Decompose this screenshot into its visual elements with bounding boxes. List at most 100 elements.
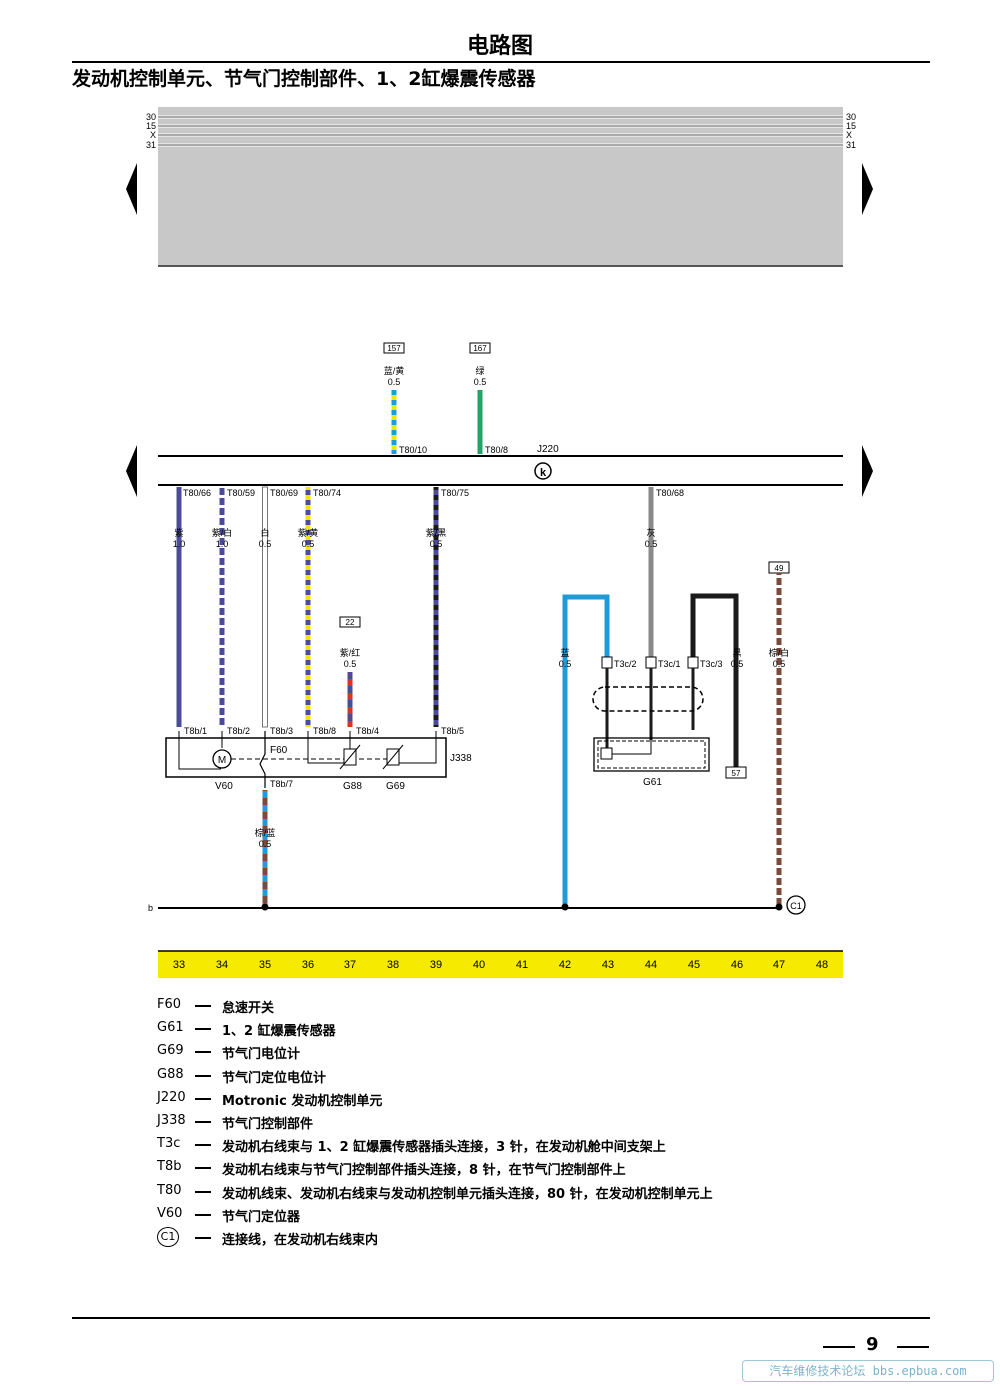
- motor-symbol: M: [218, 755, 226, 766]
- pin-t3c-2: T3c/2: [614, 659, 637, 669]
- legend-code: T80: [157, 1182, 182, 1198]
- grid-number: 43: [602, 959, 614, 971]
- page-title: 电路图: [466, 34, 533, 59]
- ref-167: 167: [473, 344, 487, 353]
- wire-color-t80-75: 紫/黑: [426, 528, 447, 538]
- grid-number: 47: [773, 959, 785, 971]
- page-number: 9: [866, 1334, 879, 1355]
- grid-number: 45: [688, 959, 700, 971]
- ground-rail-label: b: [148, 903, 153, 913]
- wire-color-g61-blue: 蓝: [560, 647, 569, 658]
- legend-desc: 发动机线束、发动机右线束与发动机控制单元插头连接，80 针，在发动机控制单元上: [222, 1186, 713, 1202]
- wire-color-t80-74: 紫/黄: [298, 527, 319, 538]
- watermark: 汽车维修技术论坛 bbs.epbua.com: [742, 1360, 994, 1382]
- j338-housing: [165, 737, 447, 778]
- supply-panel: [158, 107, 843, 266]
- wire-color-ref22: 紫/红: [340, 647, 361, 658]
- ref-22: 22: [346, 618, 355, 627]
- rail-label-31-right: 31: [846, 140, 856, 150]
- ref-box-157: [383, 342, 405, 354]
- g61-shield: [592, 686, 704, 712]
- wire-size-g61-black: 0.5: [731, 659, 744, 669]
- c1-label: C1: [790, 901, 802, 911]
- wire-color-t80-8: 绿: [475, 365, 484, 376]
- legend-dash: [195, 1236, 211, 1239]
- legend-dash: [195, 1028, 211, 1031]
- legend-desc: 节气门定位器: [222, 1209, 301, 1225]
- wire-color-t80-10: 蓝/黄: [384, 365, 405, 376]
- pin-t80-69: T80/69: [270, 488, 298, 498]
- grid-number: 33: [173, 959, 185, 971]
- rail-label-15: 15: [146, 121, 156, 131]
- supply-rails: [158, 115, 843, 147]
- wire-size-t80-74: 0.5: [302, 539, 315, 549]
- page-next-arrow-icon[interactable]: [862, 163, 873, 215]
- bus-next-arrow-icon[interactable]: [862, 445, 873, 497]
- wire-ref22: [347, 672, 353, 727]
- ref-157: 157: [387, 344, 401, 353]
- pin-t8b-1: T8b/1: [184, 726, 207, 736]
- wire-size-brown-white: 0.5: [773, 659, 786, 669]
- pin-t3c-1: T3c/1: [658, 659, 681, 669]
- legend-dash: [195, 1144, 211, 1147]
- wire-size-t80-66: 1.0: [173, 539, 186, 549]
- j220-symbol: k: [540, 467, 547, 479]
- wire-t80-66: [176, 487, 182, 727]
- legend-code: G69: [157, 1043, 184, 1059]
- pin-t8b-4: T8b/4: [356, 726, 379, 736]
- legend-code: F60: [157, 997, 182, 1012]
- bus-prev-arrow-icon[interactable]: [126, 445, 137, 497]
- pin-t8b-2: T8b/2: [227, 726, 250, 736]
- grid-number: 38: [387, 959, 399, 971]
- circuit-diagram: 30 15 X 31 30 15 X 31 k J220 157 蓝/黄 0.5…: [126, 107, 873, 978]
- f60-label: F60: [270, 745, 288, 756]
- legend-desc: 怠速开关: [222, 1001, 275, 1016]
- legend-code: J220: [157, 1089, 186, 1105]
- wire-size-t80-10: 0.5: [388, 377, 401, 387]
- grid-number: 37: [344, 959, 356, 971]
- v60-label: V60: [215, 781, 233, 792]
- wire-size-t80-68: 0.5: [645, 539, 658, 549]
- footer-rule: [72, 1317, 930, 1319]
- wire-size-g61-blue: 0.5: [559, 659, 572, 669]
- wire-color-brown-white: 棕/白: [769, 647, 790, 658]
- grid-number: 42: [559, 959, 571, 971]
- rail-label-30: 30: [146, 112, 156, 122]
- legend-desc: Motronic 发动机控制单元: [222, 1093, 383, 1109]
- grid-number: 48: [816, 959, 828, 971]
- page-prev-arrow-icon[interactable]: [126, 163, 137, 215]
- wire-size-t80-69: 0.5: [259, 539, 272, 549]
- wire-size-t8b-7: 0.5: [259, 839, 272, 849]
- wire-size-t80-75: 0.5: [430, 539, 443, 549]
- rail-label-31: 31: [146, 140, 156, 150]
- j338-label: J338: [450, 753, 472, 764]
- legend-desc: 发动机右线束与 1、2 缸爆震传感器插头连接，3 针，在发动机舱中间支架上: [222, 1140, 666, 1156]
- legend-dash: [195, 1120, 211, 1123]
- f60-switch-icon: [259, 731, 266, 788]
- wire-color-t80-68: 灰: [646, 527, 655, 538]
- legend-code-c1-icon: C1: [157, 1226, 179, 1247]
- ref-57: 57: [732, 769, 741, 778]
- wire-g61-blue: [562, 594, 610, 908]
- legend-dash: [195, 1213, 211, 1216]
- grid-number: 41: [516, 959, 528, 971]
- wire-t80-68: [648, 487, 654, 657]
- wire-size-t80-8: 0.5: [474, 377, 487, 387]
- wire-t80-69: [262, 486, 268, 728]
- ref-box-22: [339, 616, 361, 628]
- legend-code: J338: [157, 1112, 186, 1128]
- t3c-1-connector-icon: [645, 656, 657, 669]
- pin-t80-10: T80/10: [399, 445, 427, 455]
- rail-label-x-right: X: [846, 130, 852, 140]
- grid-number: 36: [302, 959, 314, 971]
- legend-dash: [195, 1005, 211, 1007]
- grid-number: 34: [216, 959, 228, 971]
- legend-desc: 节气门定位电位计: [222, 1070, 327, 1086]
- pin-t80-8: T80/8: [485, 445, 508, 455]
- rail-label-15-right: 15: [846, 121, 856, 131]
- wire-color-t8b-7: 棕/蓝: [255, 827, 276, 838]
- legend-desc: 发动机右线束与节气门控制部件插头连接，8 针，在节气门控制部件上: [222, 1163, 626, 1179]
- legend-dash: [195, 1190, 211, 1193]
- ref-box-57: [725, 766, 747, 779]
- ref-box-167: [469, 342, 491, 354]
